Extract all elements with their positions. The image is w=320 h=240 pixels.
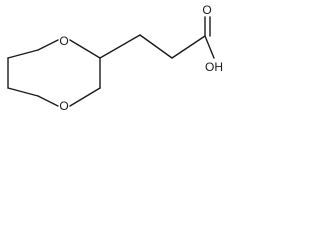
bond-ch2-carboxyl bbox=[171, 35, 206, 59]
atom-ring-oxygen-top: O bbox=[59, 34, 68, 48]
bond-o-bottom-c2 bbox=[69, 87, 101, 107]
bond-c-ring-o-top bbox=[37, 39, 59, 51]
bond-c2-ch2 bbox=[99, 34, 141, 59]
bond-c-oh bbox=[204, 35, 215, 59]
structure-canvas: O O O OH bbox=[0, 0, 230, 133]
bond-ch2-ch2 bbox=[139, 34, 173, 59]
bond-ring-c-top bbox=[7, 49, 39, 59]
bond-ring-c-bottom bbox=[7, 87, 39, 97]
atom-ring-oxygen-bottom: O bbox=[59, 99, 68, 113]
bond-c-ring-o-bottom bbox=[37, 95, 59, 107]
atom-carbonyl-oxygen: O bbox=[202, 3, 211, 17]
chemical-structure: O O O OH bbox=[7, 3, 223, 113]
atom-hydroxyl: OH bbox=[205, 60, 223, 74]
bond-o-top-c2 bbox=[69, 39, 101, 59]
